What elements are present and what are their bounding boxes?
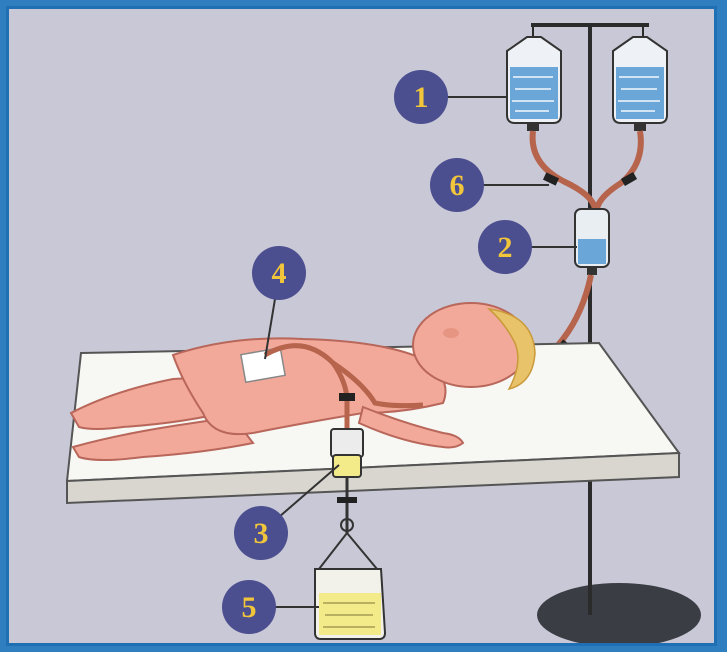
clamp-drain-lower	[337, 497, 357, 503]
clamp-drain-upper	[339, 393, 355, 401]
label-4-text: 4	[272, 257, 287, 290]
label-2-text: 2	[498, 231, 513, 264]
label-1-text: 1	[414, 81, 429, 114]
fluid-bottle-left	[507, 37, 561, 131]
drain-connector	[331, 429, 363, 477]
peritoneal-dialysis-illustration: 1 6 2 4 3 5	[9, 9, 717, 646]
stand-base	[537, 583, 701, 646]
tube-left-inflow	[533, 131, 595, 209]
label-badge-1: 1	[394, 70, 448, 124]
abdominal-dressing	[241, 348, 285, 383]
diagram-frame: 1 6 2 4 3 5	[6, 6, 717, 646]
label-badge-3: 3	[234, 506, 288, 560]
label-badge-2: 2	[478, 220, 532, 274]
fluid-bottle-right	[613, 37, 667, 131]
iv-hanger-bar	[531, 23, 649, 27]
label-badge-5: 5	[222, 580, 276, 634]
label-badge-4: 4	[252, 246, 306, 300]
tube-right-inflow	[597, 131, 641, 209]
drip-chamber	[575, 209, 609, 275]
iv-pole	[588, 25, 592, 615]
collecting-bag	[315, 533, 385, 639]
label-badge-6: 6	[430, 158, 484, 212]
label-6-text: 6	[450, 169, 465, 202]
label-5-text: 5	[242, 591, 257, 624]
label-3-text: 3	[254, 517, 269, 550]
